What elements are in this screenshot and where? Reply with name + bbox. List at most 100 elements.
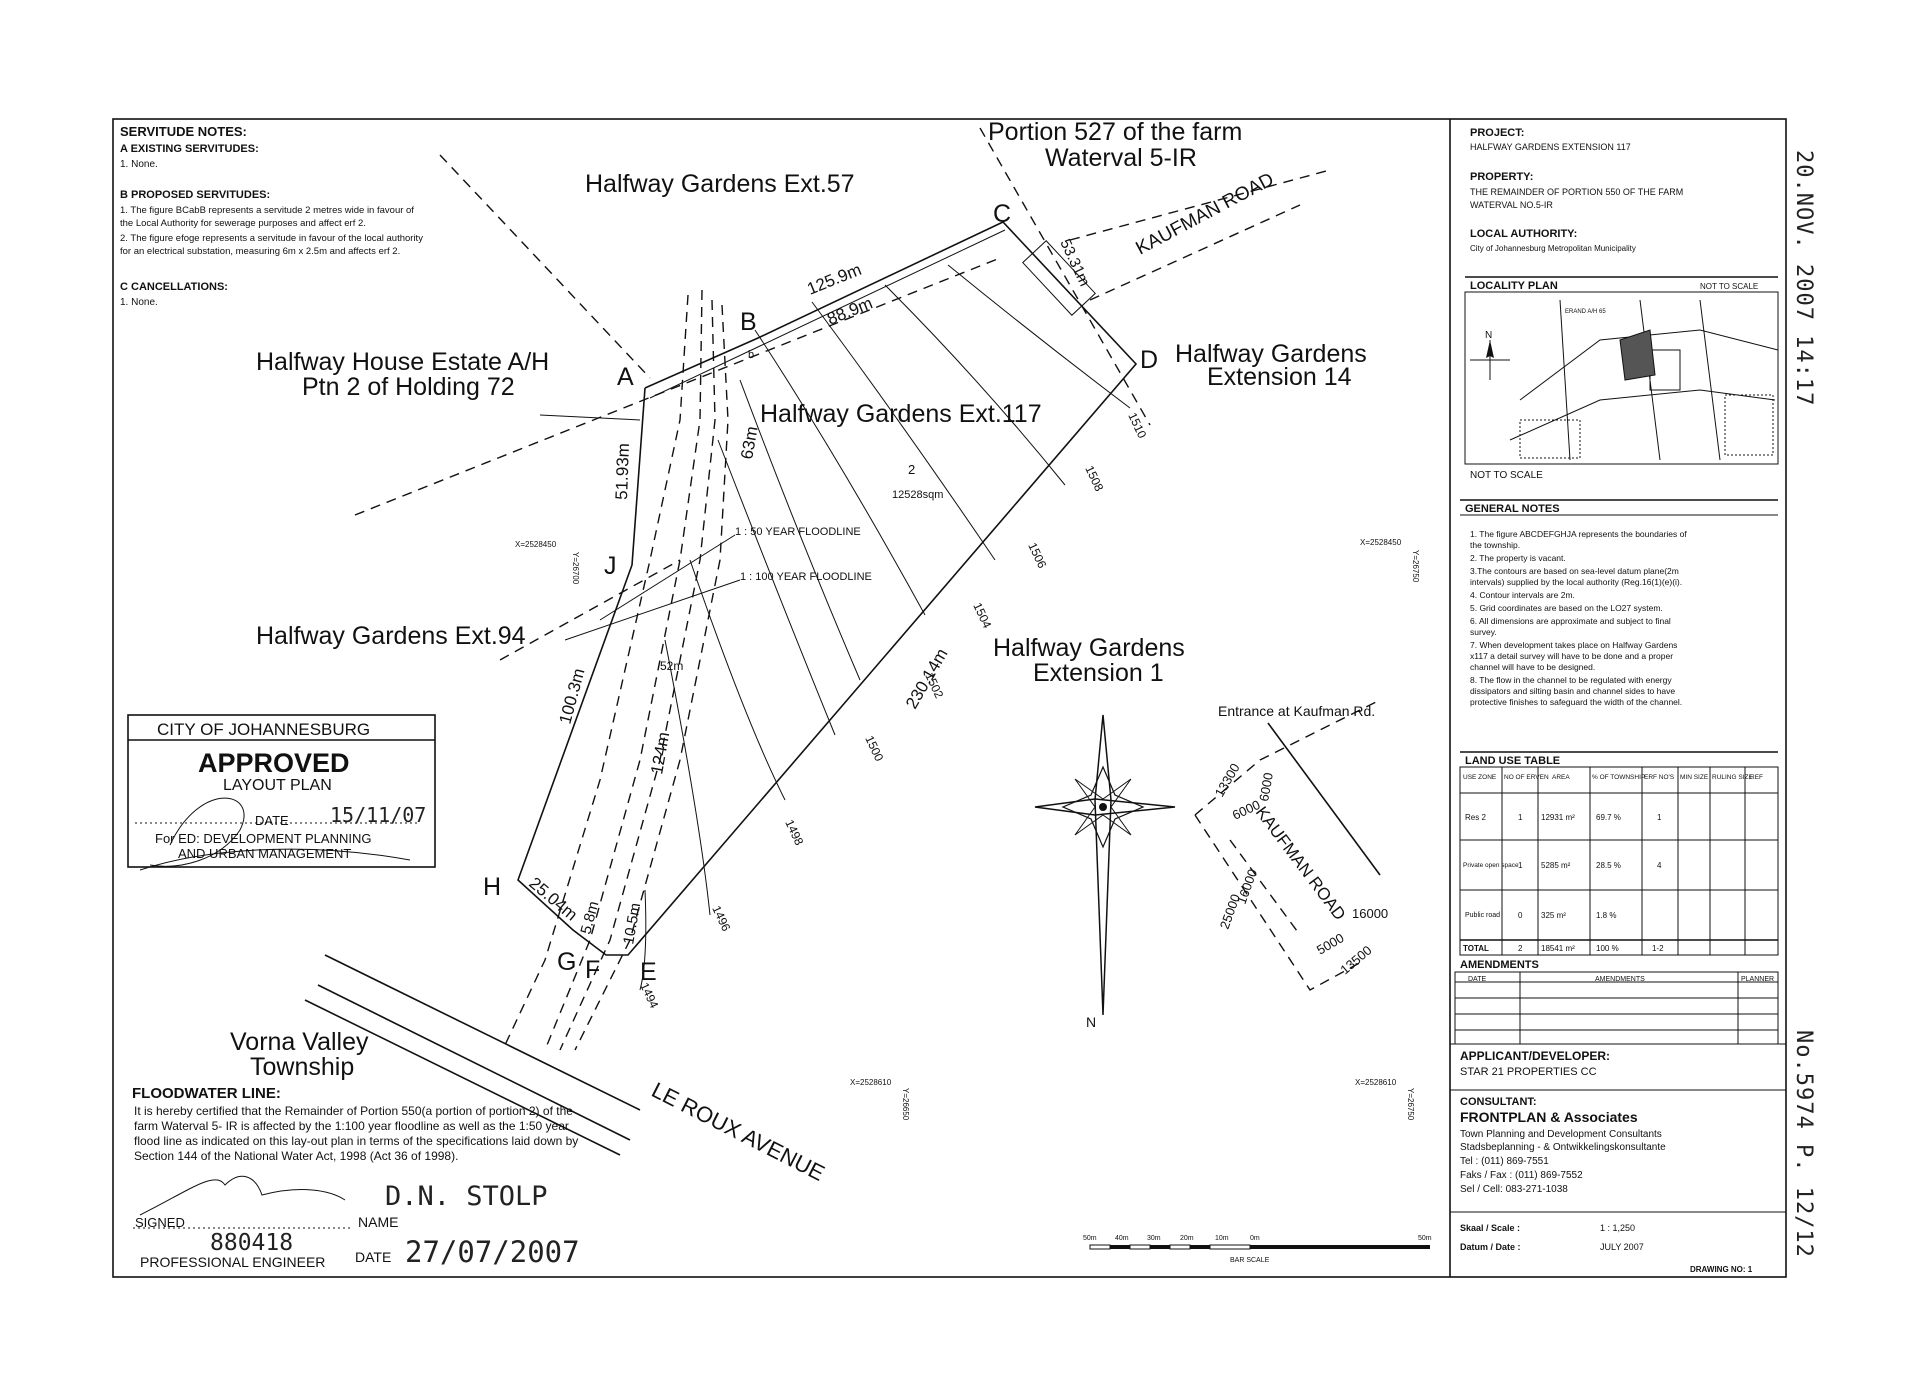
svg-text:RULING SIZE: RULING SIZE (1712, 774, 1753, 781)
svg-text:880418: 880418 (210, 1230, 293, 1256)
svg-text:Waterval 5-IR: Waterval 5-IR (1045, 144, 1197, 172)
svg-text:DATE: DATE (355, 1249, 391, 1265)
drawing-frame (112, 118, 1787, 1278)
svg-text:TOTAL: TOTAL (1463, 944, 1489, 953)
servitude-notes: SERVITUDE NOTES: A EXISTING SERVITUDES: … (120, 124, 423, 308)
svg-text:Township: Township (250, 1053, 354, 1081)
svg-text:LAYOUT PLAN: LAYOUT PLAN (223, 777, 332, 794)
svg-text:1508: 1508 (1082, 463, 1106, 493)
svg-text:ERF NO'S: ERF NO'S (1644, 774, 1675, 781)
fax-header: 20.NOV. 2007 14:17 (1791, 150, 1816, 406)
svg-text:DATE: DATE (255, 813, 289, 828)
svg-text:NO OF ERVEN: NO OF ERVEN (1504, 774, 1549, 781)
svg-text:A: A (617, 363, 634, 391)
svg-text:the Local Authority for sewera: the Local Authority for sewerage purpose… (120, 218, 366, 229)
svg-text:PLANNER: PLANNER (1741, 976, 1774, 983)
boundary-points: A B C D E F G H J b (483, 200, 1158, 986)
svg-text:SERVITUDE NOTES:: SERVITUDE NOTES: (120, 124, 247, 139)
svg-text:E: E (640, 958, 657, 986)
svg-text:Faks / Fax : (011) 869-7552: Faks / Fax : (011) 869-7552 (1460, 1170, 1583, 1181)
svg-text:HALFWAY GARDENS EXTENSION 117: HALFWAY GARDENS EXTENSION 117 (1470, 142, 1631, 152)
svg-text:THE REMAINDER OF PORTION 550 O: THE REMAINDER OF PORTION 550 OF THE FARM (1470, 187, 1683, 197)
svg-text:1500: 1500 (862, 733, 886, 763)
svg-text:B PROPOSED SERVITUDES:: B PROPOSED SERVITUDES: (120, 189, 270, 201)
svg-text:1. The figure ABCDEFGHJA repre: 1. The figure ABCDEFGHJA represents the … (1470, 529, 1687, 539)
svg-text:63m: 63m (737, 425, 761, 461)
svg-text:Stadsbeplanning - & Ontwikkeli: Stadsbeplanning - & Ontwikkelingskonsult… (1460, 1142, 1666, 1153)
svg-text:NOT TO SCALE: NOT TO SCALE (1470, 470, 1543, 481)
svg-text:4: 4 (1657, 861, 1662, 870)
svg-text:Town Planning and Development: Town Planning and Development Consultant… (1460, 1129, 1662, 1140)
svg-text:BAR SCALE: BAR SCALE (1230, 1257, 1270, 1264)
svg-text:5000: 5000 (1314, 930, 1347, 957)
svg-text:1: 1 (1657, 813, 1662, 822)
svg-text:20m: 20m (1180, 1235, 1194, 1242)
svg-text:12528sqm: 12528sqm (892, 489, 943, 501)
svg-text:1: 1 (1518, 861, 1523, 870)
general-notes-list: 1. The figure ABCDEFGHJA represents the … (1470, 529, 1687, 707)
svg-text:7. When development takes plac: 7. When development takes place on Halfw… (1470, 640, 1677, 650)
neighbour-boundaries (354, 127, 1331, 661)
svg-text:25000: 25000 (1217, 892, 1243, 931)
svg-text:D.N. STOLP: D.N. STOLP (385, 1181, 548, 1212)
svg-text:USE ZONE: USE ZONE (1463, 774, 1497, 781)
entrance-detail: Entrance at Kaufman Rd. KAUFMAN ROAD 133… (1194, 699, 1388, 991)
svg-text:C CANCELLATIONS:: C CANCELLATIONS: (120, 281, 228, 293)
area-labels: Portion 527 of the farm Waterval 5-IR KA… (230, 118, 1367, 1081)
svg-text:16000: 16000 (1352, 906, 1388, 921)
svg-text:1. The figure BCabB represent: 1. The figure BCabB represents a servitu… (120, 205, 414, 216)
svg-text:AMENDMENTS: AMENDMENTS (1595, 976, 1645, 983)
svg-text:Y=26700: Y=26700 (571, 552, 580, 585)
svg-text:1504: 1504 (970, 600, 994, 630)
fax-footer: No.5974 P. 12/12 (1791, 1030, 1816, 1258)
svg-text:Extension 14: Extension 14 (1207, 363, 1352, 391)
svg-text:12931 m²: 12931 m² (1541, 813, 1575, 822)
svg-text:1496: 1496 (709, 903, 733, 933)
svg-text:J: J (604, 552, 617, 580)
svg-text:10m: 10m (1215, 1235, 1229, 1242)
svg-text:Halfway Gardens: Halfway Gardens (1175, 340, 1367, 368)
svg-text:GENERAL NOTES: GENERAL NOTES (1465, 503, 1560, 515)
svg-text:X=2528610: X=2528610 (850, 1078, 892, 1087)
svg-text:15/11/07: 15/11/07 (330, 803, 426, 827)
svg-text:Public road: Public road (1465, 912, 1500, 919)
svg-text:for an electrical substation,: for an electrical substation, measuring … (120, 246, 400, 257)
contours (639, 264, 1131, 991)
svg-text:It is hereby certified that th: It is hereby certified that the Remainde… (134, 1104, 573, 1118)
svg-text:88.9m: 88.9m (824, 293, 875, 328)
svg-text:STAR 21 PROPERTIES CC: STAR 21 PROPERTIES CC (1460, 1066, 1597, 1078)
svg-text:PROPERTY:: PROPERTY: (1470, 171, 1533, 183)
svg-text:Vorna Valley: Vorna Valley (230, 1028, 369, 1056)
svg-text:NOT TO SCALE: NOT TO SCALE (1700, 282, 1758, 291)
svg-text:DATE: DATE (1468, 976, 1486, 983)
dimensions: 125.9m 88.9m 53.31m 63m 51.93m 100.3m 12… (525, 237, 1093, 946)
svg-text:ERAND A/H 65: ERAND A/H 65 (1565, 309, 1606, 315)
svg-text:Halfway Gardens: Halfway Gardens (993, 634, 1185, 662)
svg-text:0m: 0m (1250, 1235, 1260, 1242)
svg-text:1-2: 1-2 (1652, 944, 1664, 953)
svg-text:52m: 52m (660, 659, 683, 673)
bar-scale: 50m 40m 30m 20m 10m 0m 50m BAR SCALE (1083, 1235, 1432, 1264)
svg-text:G: G (557, 948, 576, 976)
svg-text:X=2528450: X=2528450 (515, 540, 557, 549)
svg-text:DRAWING NO: 1: DRAWING NO: 1 (1690, 1265, 1753, 1274)
svg-text:flood line as indicated on thi: flood line as indicated on this lay-out … (134, 1134, 578, 1148)
locality-north-icon (1470, 340, 1510, 380)
floodwater-certification: FLOODWATER LINE: It is hereby certified … (132, 1085, 580, 1270)
svg-text:51.93m: 51.93m (612, 443, 633, 500)
amendments-table: AMENDMENTS DATE AMENDMENTS PLANNER (1454, 959, 1779, 1045)
svg-text:100 %: 100 % (1596, 944, 1619, 953)
svg-text:18541 m²: 18541 m² (1541, 944, 1575, 953)
svg-text:KAUFMAN ROAD: KAUFMAN ROAD (1132, 169, 1277, 259)
svg-text:C: C (993, 200, 1011, 228)
svg-text:1. None.: 1. None. (120, 297, 158, 308)
svg-text:protective finishes to safegua: protective finishes to safeguard the wid… (1470, 697, 1682, 707)
svg-text:FLOODWATER LINE:: FLOODWATER LINE: (132, 1085, 281, 1102)
svg-text:AMENDMENTS: AMENDMENTS (1460, 959, 1539, 971)
svg-text:10.5m: 10.5m (620, 902, 644, 946)
svg-text:50m: 50m (1083, 1235, 1097, 1242)
svg-text:1: 1 (1518, 813, 1523, 822)
svg-text:69.7 %: 69.7 % (1596, 813, 1621, 822)
svg-text:50m: 50m (1418, 1235, 1432, 1242)
svg-text:Portion 527 of the farm: Portion 527 of the farm (988, 118, 1242, 146)
